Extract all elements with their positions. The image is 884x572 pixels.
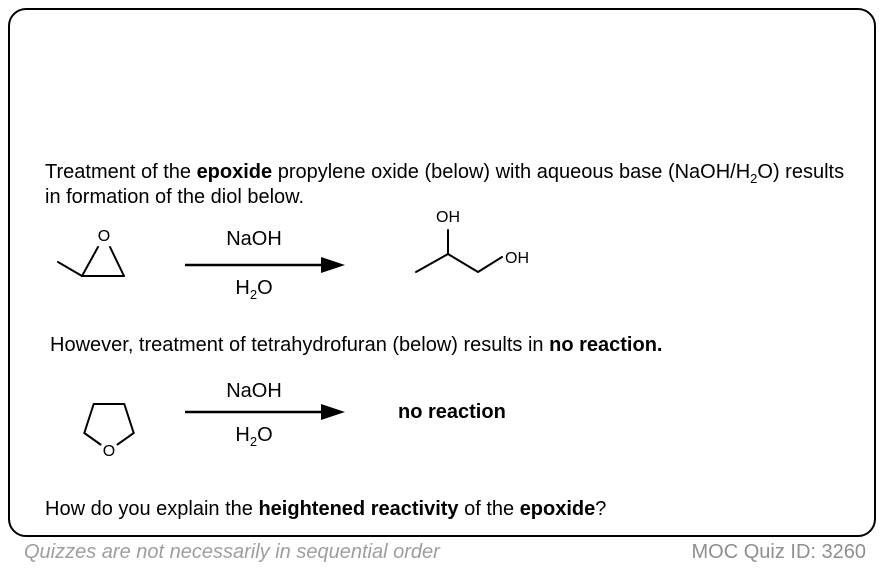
p3-bold-heightened-reactivity: heightened reactivity bbox=[258, 498, 459, 520]
bond bbox=[116, 432, 135, 446]
p1-bold-epoxide: epoxide bbox=[196, 161, 273, 183]
arrow-head bbox=[321, 404, 345, 420]
quiz-id: MOC Quiz ID: 3260 bbox=[691, 541, 866, 563]
h2o-subscript: 2 bbox=[249, 434, 258, 449]
reagent-naoh-2: NaOH bbox=[175, 380, 333, 403]
hydroxyl-label-top: OH bbox=[436, 209, 460, 226]
bond bbox=[83, 403, 135, 434]
naoh-text: NaOH bbox=[226, 228, 282, 250]
h2o-h: H bbox=[235, 277, 250, 299]
diol-structure: OH OH bbox=[415, 209, 529, 273]
no-reaction-label: no reaction bbox=[398, 401, 506, 423]
reagent-h2o-2: H2O bbox=[175, 424, 333, 449]
p1-part2: propylene oxide (below) with aqueous bas… bbox=[272, 161, 751, 183]
p1-part3: O) results in formation of the diol belo… bbox=[45, 161, 845, 208]
p3-bold-epoxide: epoxide bbox=[519, 498, 596, 520]
question-paragraph-3: How do you explain the heightened reacti… bbox=[45, 497, 855, 522]
bond bbox=[415, 253, 503, 273]
question-paragraph-2: However, treatment of tetrahydrofuran (b… bbox=[50, 333, 855, 358]
thf-structure: O bbox=[83, 403, 135, 460]
p2-bold-no-reaction: no reaction. bbox=[549, 334, 663, 356]
arrow-head bbox=[321, 257, 345, 273]
p3-part1: How do you explain the bbox=[45, 498, 259, 520]
footer-note: Quizzes are not necessarily in sequentia… bbox=[24, 541, 440, 563]
p3-part2: of the bbox=[458, 498, 520, 520]
question-paragraph-1: Treatment of the epoxide propylene oxide… bbox=[45, 160, 863, 210]
propylene-oxide-structure: O bbox=[57, 228, 125, 277]
oxygen-label: O bbox=[98, 228, 110, 245]
bond bbox=[109, 246, 125, 277]
h2o-o: O bbox=[257, 424, 273, 446]
reagent-h2o-1: H2O bbox=[175, 277, 333, 302]
reaction-arrow-2 bbox=[185, 404, 345, 420]
p2-part1: However, treatment of tetrahydrofuran (b… bbox=[50, 334, 550, 356]
question-border-box bbox=[8, 8, 876, 537]
p1-h2o-subscript: 2 bbox=[750, 171, 758, 186]
p1-part1: Treatment of the bbox=[45, 161, 197, 183]
naoh-text: NaOH bbox=[226, 380, 282, 402]
reagent-naoh-1: NaOH bbox=[175, 228, 333, 251]
bond bbox=[81, 246, 99, 277]
p3-part3: ? bbox=[595, 498, 607, 520]
h2o-h: H bbox=[235, 424, 250, 446]
bond bbox=[57, 261, 83, 277]
h2o-o: O bbox=[257, 277, 273, 299]
hydroxyl-label-right: OH bbox=[505, 250, 529, 267]
h2o-subscript: 2 bbox=[249, 287, 258, 302]
reaction-arrow-1 bbox=[185, 257, 345, 273]
oxygen-label: O bbox=[103, 443, 115, 460]
bond bbox=[83, 432, 102, 446]
